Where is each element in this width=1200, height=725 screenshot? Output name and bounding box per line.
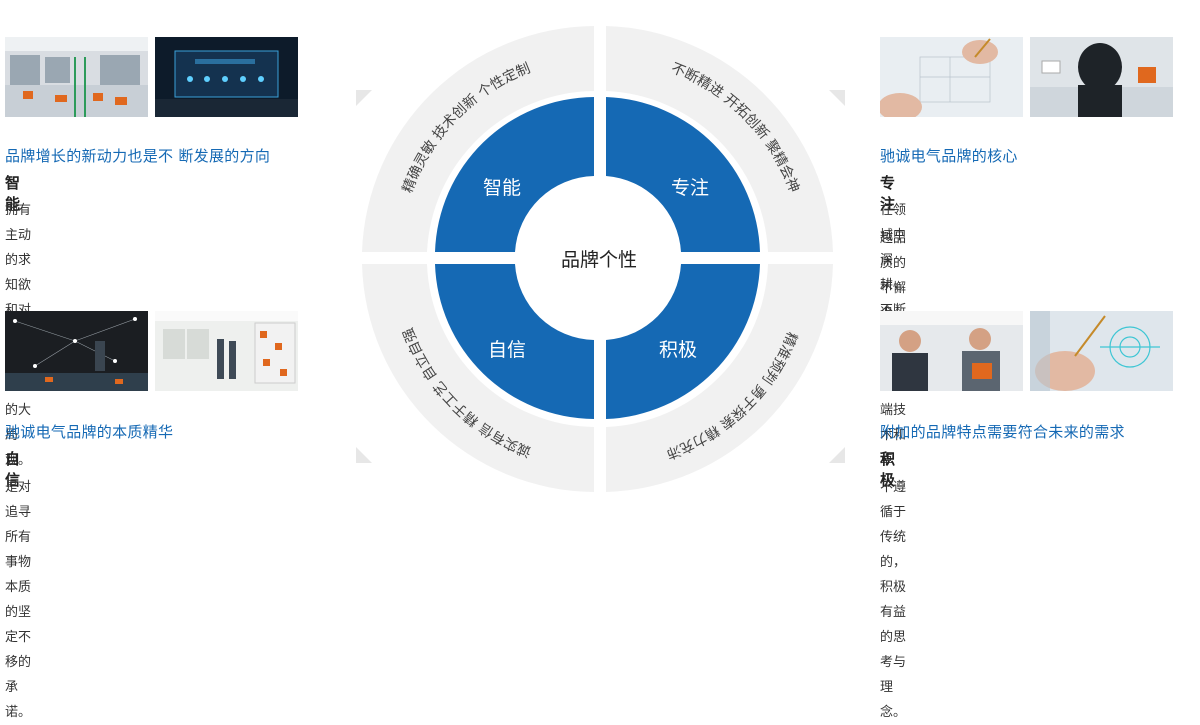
label-focus: 专注 (671, 177, 709, 199)
right-top-photos (880, 37, 1173, 117)
team-discussion-photo (880, 311, 1023, 391)
factory-line-photo (5, 37, 148, 117)
showroom-photo (155, 311, 298, 391)
outer-ring-confidence (362, 264, 594, 492)
left-bottom-subtitle: 自信 (5, 450, 21, 489)
engineer-desk-photo (1030, 37, 1173, 117)
quadrant-confidence (435, 264, 594, 419)
outer-ring-positive (606, 264, 833, 492)
outer-ring (362, 26, 833, 492)
outer-ring-focus (606, 26, 833, 252)
digital-sketch-photo (1030, 311, 1173, 391)
left-top-title: 品牌增长的新动力也是不 断发展的方向 (5, 147, 271, 165)
right-bottom-subtitle: 积极 (880, 450, 896, 489)
right-top-subtitle: 专注 (880, 174, 896, 213)
label-confidence: 自信 (488, 339, 526, 361)
left-top-subtitle: 智能 (5, 174, 21, 213)
quadrant-focus (606, 97, 760, 252)
lab-network-photo (5, 311, 148, 391)
right-top-title: 驰诚电气品牌的核心 (880, 147, 1018, 165)
label-smart: 智能 (483, 177, 521, 199)
right-bottom-title: 附加的品牌特点需要符合未来的需求 (880, 423, 1125, 441)
blue-ring (435, 97, 760, 419)
outer-ring-smart (362, 26, 594, 252)
left-bottom-title: 驰诚电气品牌的本质精华 (5, 423, 174, 441)
quadrant-smart (435, 97, 594, 252)
right-bottom-photos (880, 311, 1173, 391)
quadrant-positive (606, 264, 760, 419)
label-positive: 积极 (659, 339, 697, 361)
drawing-sketch-photo (880, 37, 1023, 117)
left-bottom-photos (5, 311, 298, 391)
left-top-photos (5, 37, 298, 117)
brand-personality-diagram: 精确灵敏 技术创新 个性定制 不断精进 开拓创新 聚精会神 诚实有信 精于工艺 … (356, 26, 845, 492)
center-label: 品牌个性 (561, 249, 637, 271)
corner-markers (356, 90, 845, 463)
quadrant-labels: 智能 专注 自信 积极 (483, 177, 709, 361)
digital-display-photo (155, 37, 298, 117)
